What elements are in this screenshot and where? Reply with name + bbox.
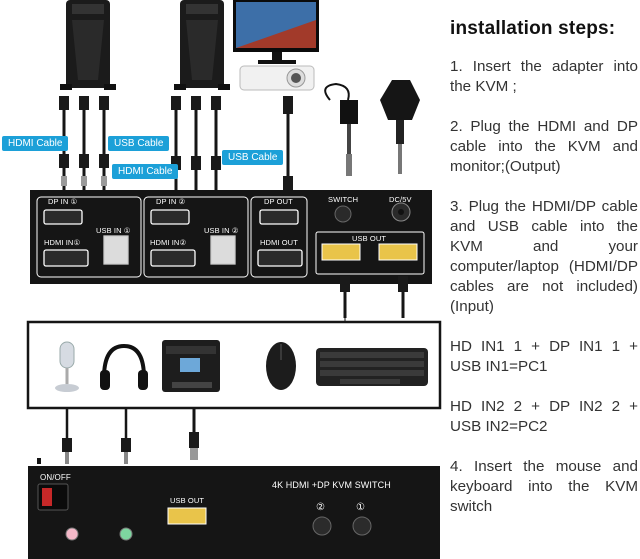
usb-power-cable (380, 80, 420, 174)
usb-cable-tag-right: USB Cable (222, 150, 284, 165)
pc1-cables (62, 96, 106, 190)
monitor (233, 0, 319, 64)
mouse-icon (266, 342, 296, 390)
pc2-cables (174, 96, 218, 206)
headphones-icon (100, 343, 148, 390)
pc1-connectors (59, 96, 109, 186)
usb-out-port-2 (378, 243, 418, 261)
product-name: 4K HDMI +DP KVM SWITCH (272, 480, 391, 490)
button-2-label: ② (316, 502, 326, 513)
diagram-graphics (26, 0, 442, 559)
step-3: 3. Plug the HDMI/DP cable and USB cable … (450, 198, 638, 315)
printer-icon (162, 340, 220, 392)
usb-out-port-1 (321, 243, 361, 261)
mic-port (65, 527, 79, 541)
button-1-label: ① (356, 502, 366, 513)
pc2-mapping: HD IN2 2 + DP IN2 2 + USB IN2=PC2 (450, 398, 638, 435)
microphone-icon (55, 341, 79, 392)
pc-tower-1 (60, 0, 116, 90)
hdmi-cable-tag-left: HDMI Cable (2, 136, 69, 151)
instructions-title: installation steps: (450, 18, 616, 39)
installation-instructions: installation steps: 1. Insert the adapte… (450, 18, 638, 537)
usb-cable-tag-left: USB Cable (108, 136, 170, 151)
power-adapter (324, 82, 358, 176)
switch-port (334, 205, 352, 223)
usb-in-1-label: USB IN ① (96, 226, 131, 235)
switch-button-1 (352, 516, 372, 536)
kvm-back-port-groups (36, 196, 308, 278)
dp-in-1-label: DP IN ① (48, 197, 78, 206)
front-usb-port (167, 507, 207, 525)
on-off-label: ON/OFF (40, 473, 71, 482)
kvm-back-ports (43, 209, 303, 267)
kvm-front-panel (28, 466, 440, 559)
dp-in-2-label: DP IN ② (156, 197, 186, 206)
dp-out-label: DP OUT (264, 197, 293, 206)
usb-out-label-front: USB OUT (170, 496, 205, 505)
step-2: 2. Plug the HDMI and DP cable into the K… (450, 118, 638, 175)
projector (239, 65, 315, 91)
usb-out-label-back: USB OUT (352, 234, 387, 243)
switch-button-2 (312, 516, 332, 536)
hdmi-in-2-label: HDMI IN② (150, 238, 187, 247)
hdmi-cable-tag-right: HDMI Cable (112, 164, 179, 179)
power-label: DC/5V (389, 195, 412, 204)
hdmi-in-1-label: HDMI IN① (44, 238, 81, 247)
peripheral-cables (62, 408, 199, 464)
step-4: 4. Insert the mouse and keyboard into th… (450, 458, 638, 515)
switch-label: SWITCH (328, 195, 359, 204)
monitor-cable (283, 96, 293, 190)
keyboard-icon (316, 348, 428, 386)
pc-tower-2 (174, 0, 230, 90)
step-1: 1. Insert the adapter into the KVM ; (450, 58, 638, 95)
audio-port (119, 527, 133, 541)
hdmi-out-label: HDMI OUT (260, 238, 298, 247)
usb-out-group (315, 231, 425, 275)
usb-in-2-label: USB IN ② (204, 226, 239, 235)
usb-cables-down (340, 276, 408, 322)
pc1-mapping: HD IN1 1 + DP IN1 1 + USB IN1=PC1 (450, 338, 638, 375)
